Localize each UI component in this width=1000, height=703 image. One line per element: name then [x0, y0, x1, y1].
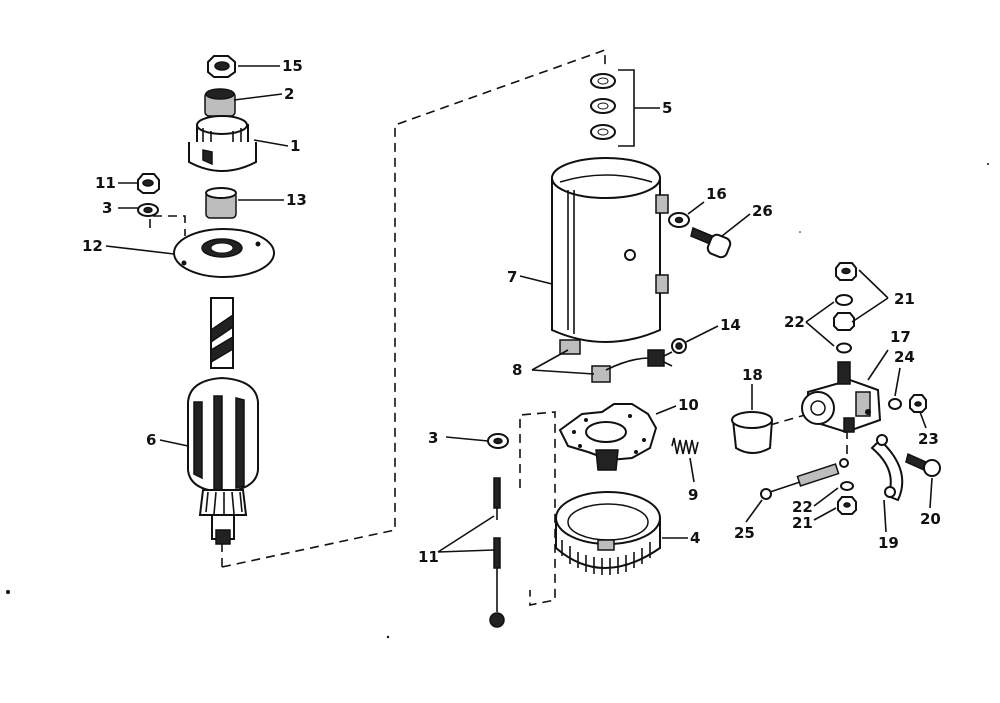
- callout-20: 20: [920, 510, 941, 528]
- part-washer-22-lower: [840, 481, 854, 491]
- callout-21-lower: 21: [792, 514, 813, 532]
- part-washers-5: [590, 69, 660, 147]
- callout-8: 8: [512, 361, 522, 379]
- part-drive-assembly-1-2: [188, 88, 257, 172]
- part-nut-15: [207, 55, 236, 78]
- part-nut-21-upper: [833, 262, 857, 354]
- callout-2: 2: [284, 85, 294, 103]
- callout-24: 24: [894, 348, 915, 366]
- part-screw-20: [905, 452, 941, 477]
- part-solenoid-17: [801, 361, 882, 434]
- callout-11-lower: 11: [418, 548, 439, 566]
- part-washer-3-lower: [487, 433, 509, 449]
- part-washer-3-left: [137, 203, 159, 217]
- callout-13: 13: [286, 191, 307, 209]
- callout-23: 23: [918, 430, 939, 448]
- callout-6: 6: [146, 431, 156, 449]
- part-bolt-26: [690, 226, 732, 259]
- callout-12: 12: [82, 237, 103, 255]
- callout-17: 17: [890, 328, 911, 346]
- part-frame-7: [551, 157, 669, 343]
- part-washer-16: [668, 212, 690, 228]
- callout-19: 19: [878, 534, 899, 552]
- callout-22-lower: 22: [792, 498, 813, 516]
- callout-11-left: 11: [95, 174, 116, 192]
- callout-10: 10: [678, 396, 699, 414]
- assembly-guide-lines: [149, 48, 848, 606]
- callout-15: 15: [282, 57, 303, 75]
- image-specks: [6, 163, 989, 639]
- leader-lines: [105, 65, 933, 553]
- part-cable-25: [760, 458, 849, 500]
- callout-16: 16: [706, 185, 727, 203]
- callout-3-left: 3: [102, 199, 112, 217]
- callout-4: 4: [690, 529, 700, 547]
- callout-5: 5: [662, 99, 672, 117]
- part-washer-24: [888, 398, 902, 410]
- callout-7: 7: [507, 268, 517, 286]
- callout-25: 25: [734, 524, 755, 542]
- callout-9: 9: [688, 486, 698, 504]
- callout-21-upper: 21: [894, 290, 915, 308]
- callout-1: 1: [290, 137, 300, 155]
- part-end-head-4: [555, 491, 661, 575]
- callout-labels: 15 2 1 11 3 13 12 6 5 16 26 7 14 8 10 3 …: [82, 57, 941, 566]
- part-spring-9: [671, 437, 699, 455]
- part-brush-plate-10: [558, 403, 658, 471]
- part-end-plate-12: [173, 228, 275, 278]
- part-armature-6: [187, 297, 259, 545]
- part-nut-21-lower: [837, 496, 857, 515]
- part-sleeve-18: [731, 411, 773, 454]
- callout-3-lower: 3: [428, 429, 438, 447]
- part-through-bolts-11: [489, 477, 505, 628]
- callout-26: 26: [752, 202, 773, 220]
- part-nut-23: [909, 394, 927, 413]
- part-bracket-19: [870, 434, 904, 502]
- callout-14: 14: [720, 316, 741, 334]
- callout-22-upper: 22: [784, 313, 805, 331]
- part-brushes-8: [559, 339, 673, 383]
- part-bushing-13: [205, 187, 237, 219]
- part-nut-11-left: [137, 173, 160, 194]
- part-terminal-14: [671, 338, 687, 354]
- callout-18: 18: [742, 366, 763, 384]
